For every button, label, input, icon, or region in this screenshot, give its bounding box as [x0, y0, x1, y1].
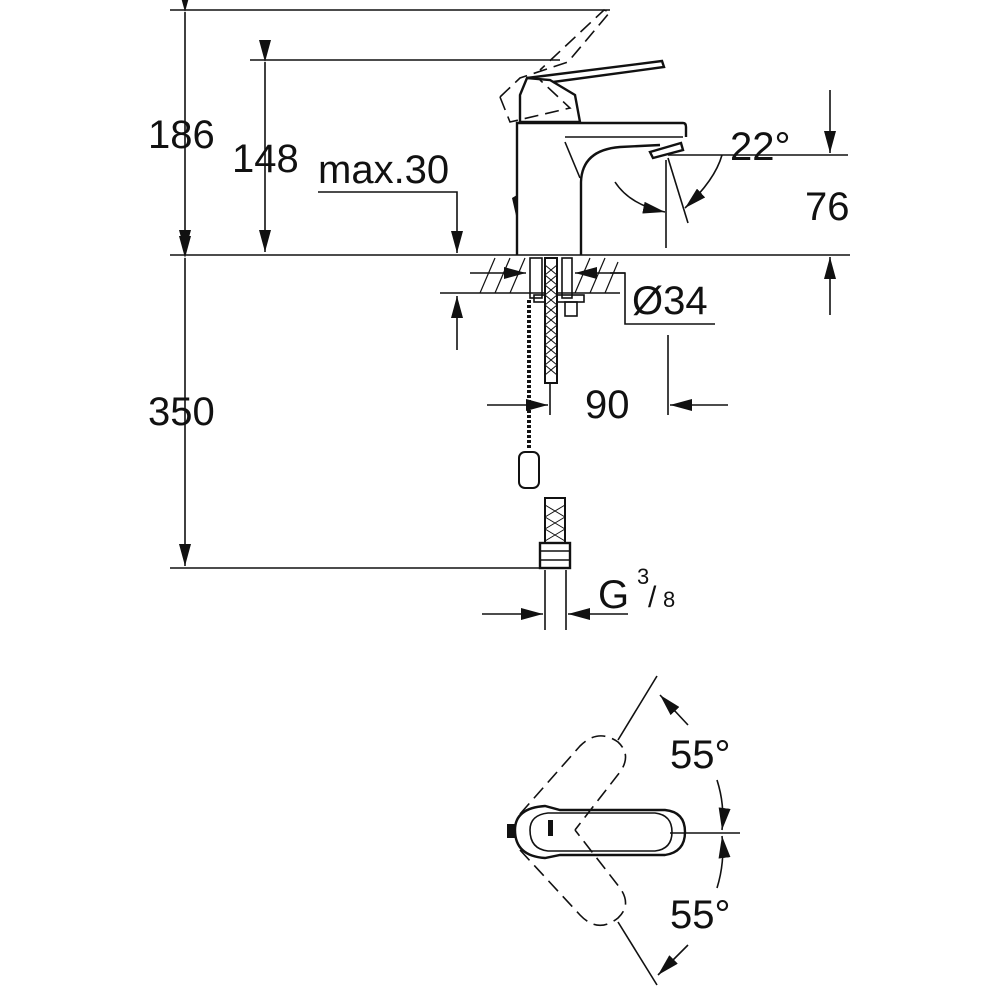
label-thread-slash: /	[648, 581, 657, 614]
faucet-lever	[499, 9, 666, 124]
dimension-max30	[318, 191, 620, 350]
fixing-rods	[518, 257, 585, 570]
label-max30: max.30	[318, 148, 449, 192]
label-148: 148	[232, 137, 299, 181]
label-22-degree: 22°	[730, 125, 791, 169]
top-view	[507, 675, 740, 986]
dimension-thread	[482, 570, 628, 630]
label-thread-denominator: 8	[663, 587, 675, 612]
label-76: 76	[805, 185, 850, 229]
label-90: 90	[585, 383, 630, 427]
dimension-22-degree	[614, 154, 723, 248]
label-350: 350	[148, 390, 215, 434]
label-thread-prefix: G	[598, 573, 629, 617]
extension-lines	[170, 9, 850, 569]
label-diameter-34: Ø34	[632, 279, 708, 323]
countertop-section	[479, 257, 619, 294]
label-186: 186	[148, 113, 215, 157]
label-rotation-left: 55°	[670, 733, 731, 777]
label-thread-numerator: 3	[637, 564, 649, 589]
faucet-body	[512, 121, 688, 255]
label-rotation-right: 55°	[670, 893, 731, 937]
